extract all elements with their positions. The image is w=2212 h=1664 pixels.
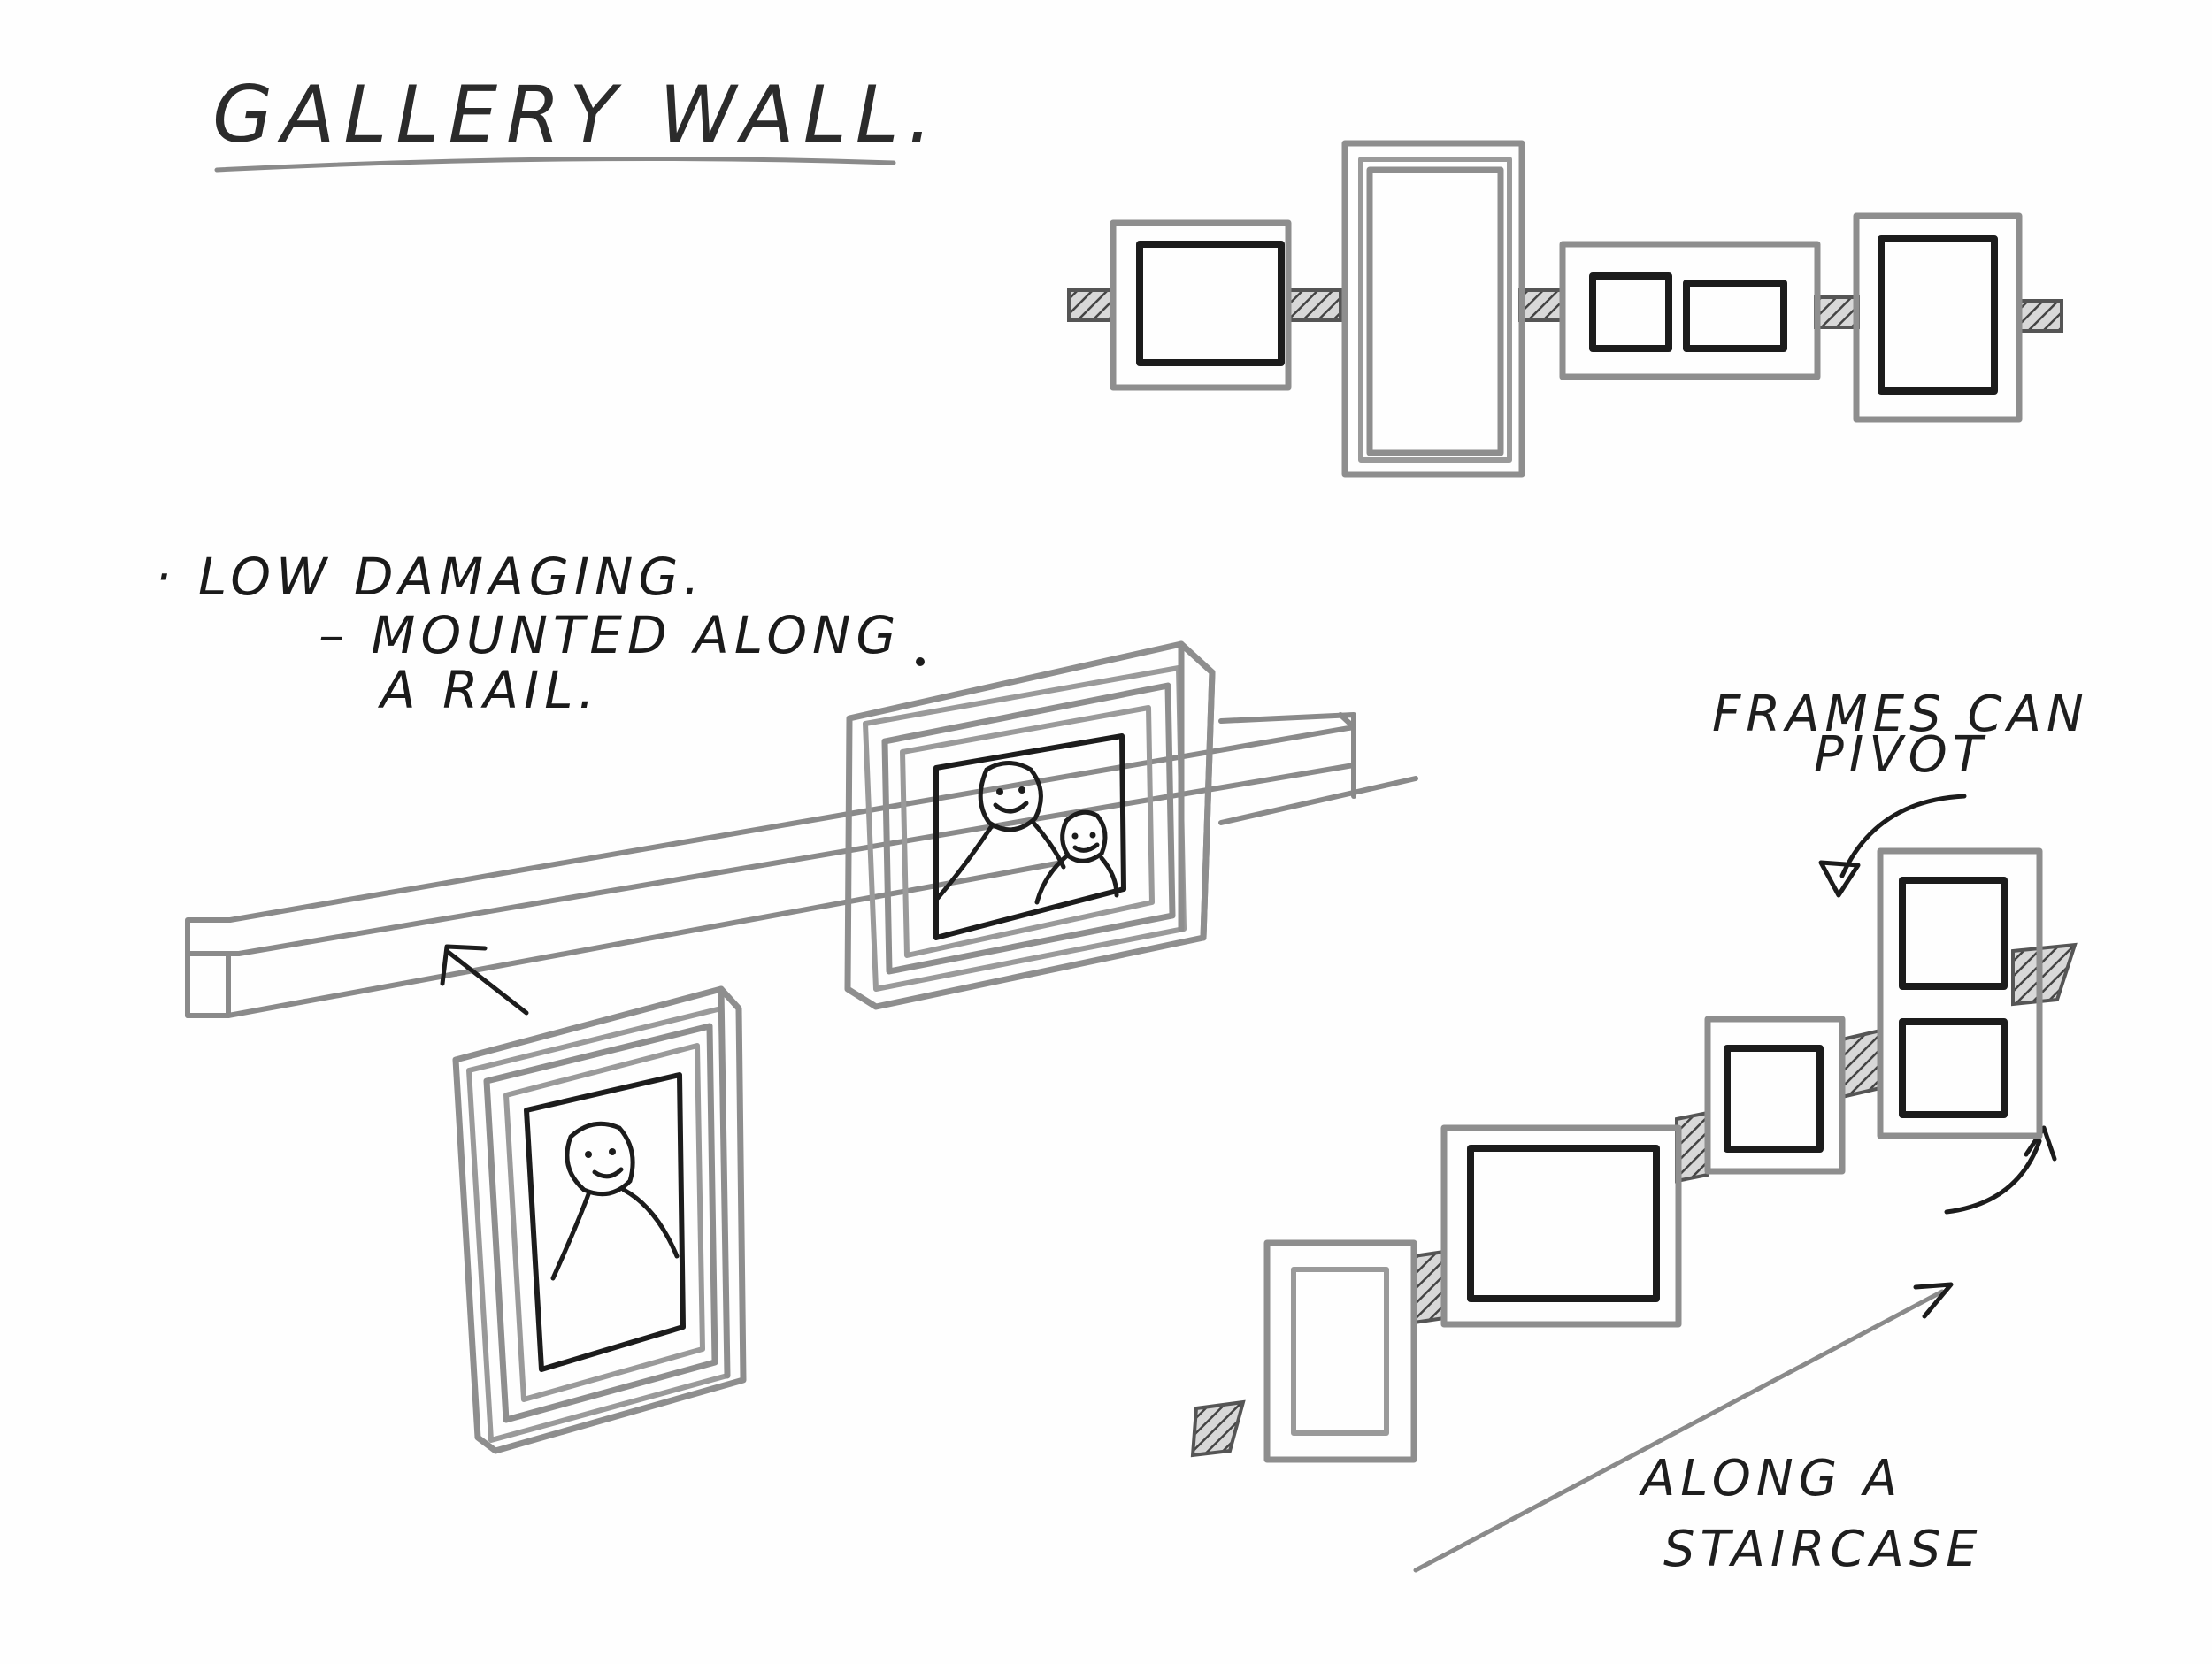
pivot-note: FRAMES CAN PIVOT bbox=[1712, 686, 2089, 784]
stair-rail-segment bbox=[1190, 1399, 1246, 1458]
stair-frame-2 bbox=[1440, 1124, 1682, 1328]
rail-segment bbox=[2016, 299, 2063, 333]
staircase-note-line2: STAIRCASE bbox=[1663, 1521, 1983, 1578]
title: GALLERY WALL. bbox=[212, 69, 941, 160]
figure-single bbox=[550, 1121, 680, 1281]
staircase-note: ALONG A STAIRCASE bbox=[1639, 1450, 1983, 1578]
stair-frame-1 bbox=[1263, 1239, 1417, 1463]
staircase-arrow bbox=[1413, 1282, 1954, 1573]
pivot-arrow-bottom bbox=[1944, 1125, 2057, 1215]
stair-rail-segment bbox=[2011, 942, 2078, 1007]
pivot-note-line2: PIVOT bbox=[1814, 726, 1988, 784]
top-rail-row bbox=[1067, 140, 2063, 478]
stair-rail-segment bbox=[1412, 1249, 1446, 1325]
pivot-note-line1: FRAMES CAN bbox=[1712, 686, 2089, 743]
figure-child bbox=[1034, 809, 1119, 905]
staircase-row bbox=[1190, 847, 2078, 1463]
frame-portrait-right bbox=[1853, 212, 2023, 423]
up-arrow bbox=[440, 944, 529, 1016]
frame-landscape-1 bbox=[1110, 219, 1292, 391]
rail-segment bbox=[1286, 288, 1342, 322]
frame-tall bbox=[1341, 140, 1525, 478]
rail-segment bbox=[1518, 288, 1564, 322]
staircase-note-line1: ALONG A bbox=[1639, 1450, 1902, 1507]
rail-segment bbox=[1814, 295, 1860, 329]
title-underline bbox=[214, 157, 896, 173]
frame-family-portrait bbox=[844, 640, 1216, 1010]
note-low-damaging: · LOW DAMAGING. bbox=[155, 547, 705, 607]
rail-segment bbox=[1067, 288, 1115, 322]
stair-frame-3 bbox=[1704, 1016, 1846, 1175]
stair-frame-pivoting bbox=[1877, 847, 2043, 1139]
perspective-rail bbox=[185, 712, 1418, 1018]
stair-rail-segment bbox=[1840, 1028, 1882, 1100]
frame-single-portrait bbox=[452, 985, 747, 1454]
frame-double-window bbox=[1559, 241, 1821, 380]
notes: · LOW DAMAGING. – MOUNTED ALONG A RAIL. bbox=[155, 547, 925, 720]
note-rail: A RAIL. bbox=[377, 660, 600, 720]
note-mounted: – MOUNTED ALONG bbox=[319, 605, 901, 665]
stray-dot bbox=[916, 657, 925, 666]
pivot-arrow-top bbox=[1818, 794, 1967, 898]
